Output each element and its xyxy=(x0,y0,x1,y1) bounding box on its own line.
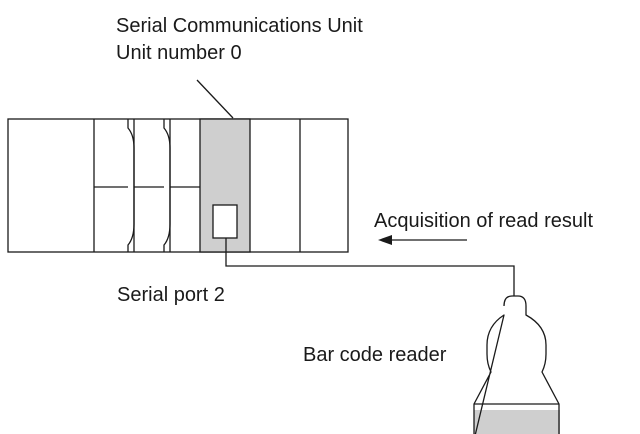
reader-body xyxy=(473,295,560,434)
unit-leader-line xyxy=(196,79,234,119)
plc-rack xyxy=(7,118,349,253)
barcode-reader xyxy=(473,295,560,434)
serial-port-label: Serial port 2 xyxy=(117,284,225,306)
acquisition-label: Acquisition of read result xyxy=(374,210,594,232)
unit-title-label: Serial Communications Unit xyxy=(116,15,363,37)
serial-port-2 xyxy=(212,204,238,239)
reader-stripe xyxy=(474,410,560,434)
rack-outline xyxy=(7,118,349,253)
unit-number-label: Unit number 0 xyxy=(116,42,242,64)
barcode-reader-label: Bar code reader xyxy=(303,344,447,366)
serial-cable xyxy=(225,238,515,296)
acquisition-arrowhead-icon xyxy=(378,235,392,245)
